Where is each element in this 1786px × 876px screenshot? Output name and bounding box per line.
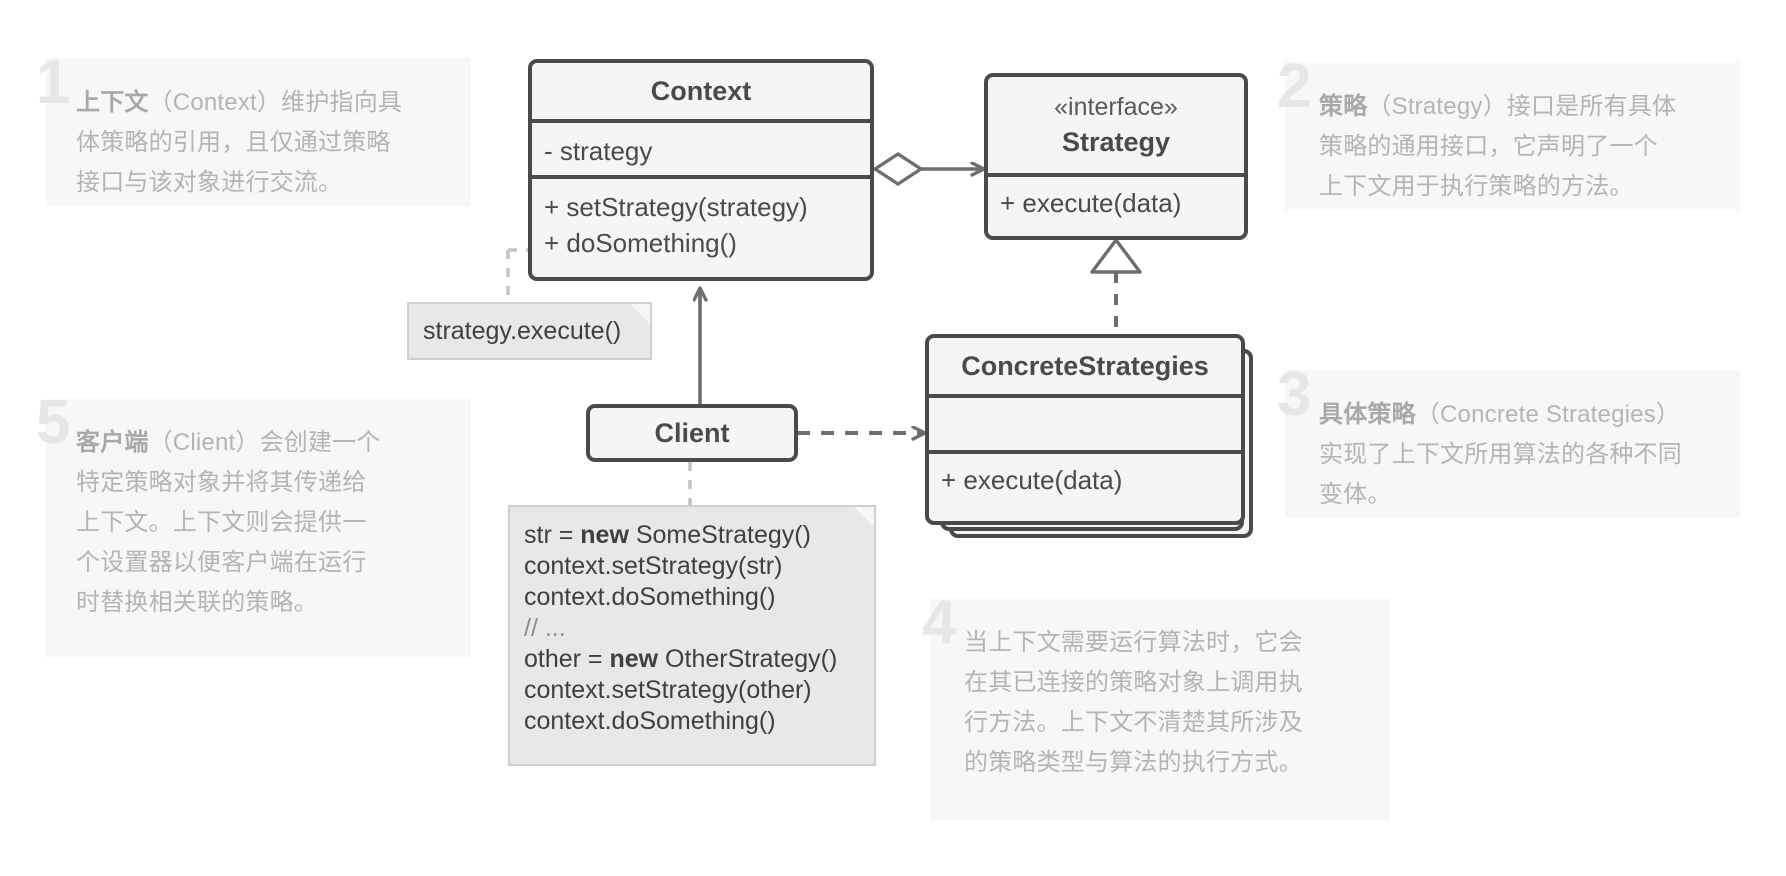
annotation-5-number: 5 bbox=[36, 388, 71, 457]
annotation-4: 4 当上下文需要运行算法时，它会 在其已连接的策略对象上调用执 行方法。上下文不… bbox=[922, 592, 1390, 820]
annotation-5-line5: 时替换相关联的策略。 bbox=[76, 589, 318, 616]
context-class-name: Context bbox=[650, 76, 752, 106]
code-line-5a: other = bbox=[524, 645, 610, 673]
note-fold-corner bbox=[630, 304, 650, 324]
code-line-1c: SomeStrategy() bbox=[628, 521, 811, 549]
annotation-1-lead: 上下文 bbox=[76, 89, 149, 116]
code-note-fold-corner bbox=[854, 507, 874, 527]
code-line-6: context.setStrategy(other) bbox=[524, 676, 812, 704]
annotation-4-text: 当上下文需要运行算法时，它会 在其已连接的策略对象上调用执 行方法。上下文不清楚… bbox=[964, 623, 1389, 783]
annotation-3-line3: 变体。 bbox=[1319, 481, 1392, 508]
strategy-title-row: «interface» Strategy bbox=[988, 77, 1244, 173]
context-field-row: - strategy bbox=[532, 119, 870, 175]
annotation-5-lead: 客户端 bbox=[76, 429, 149, 456]
annotation-1-text: 上下文（Context）维护指向具 体策略的引用，且仅通过策略 接口与该对象进行… bbox=[76, 83, 466, 203]
context-method-setstrategy: + setStrategy(strategy) bbox=[544, 192, 808, 222]
context-title-row: Context bbox=[532, 63, 870, 119]
client-title-row: Client bbox=[590, 408, 794, 458]
annotation-1-line1: （Context）维护指向具 bbox=[148, 89, 403, 116]
annotation-2-line3: 上下文用于执行策略的方法。 bbox=[1319, 173, 1634, 200]
strategy-stereotype: «interface» bbox=[1054, 93, 1178, 121]
annotation-4-line2: 在其已连接的策略对象上调用执 bbox=[964, 669, 1303, 696]
code-line-1: str = new SomeStrategy() bbox=[524, 520, 874, 551]
annotation-3-line1: （Concrete Strategies） bbox=[1415, 401, 1681, 428]
annotation-4-line4: 的策略类型与算法的执行方式。 bbox=[964, 749, 1303, 776]
code-keyword-new-1: new bbox=[580, 521, 629, 549]
note-leader-execute bbox=[506, 248, 528, 304]
context-field: - strategy bbox=[544, 136, 653, 166]
concrete-field-row bbox=[929, 394, 1241, 450]
annotation-5-line1: （Client）会创建一个 bbox=[148, 429, 381, 456]
annotation-2-text: 策略（Strategy）接口是所有具体 策略的通用接口，它声明了一个 上下文用于… bbox=[1319, 87, 1739, 207]
annotation-3-lead: 具体策略 bbox=[1319, 401, 1416, 428]
annotation-2-number: 2 bbox=[1277, 52, 1312, 121]
annotation-1-line3: 接口与该对象进行交流。 bbox=[76, 169, 343, 196]
note-strategy-execute-text: strategy.execute() bbox=[423, 317, 622, 345]
realization-concrete-strategy bbox=[1090, 238, 1142, 338]
annotation-3-text: 具体策略（Concrete Strategies） 实现了上下文所用算法的各种不… bbox=[1319, 395, 1739, 515]
concrete-method-row: + execute(data) bbox=[929, 450, 1241, 513]
annotation-2-lead: 策略 bbox=[1319, 93, 1368, 120]
code-line-4-comment: // ... bbox=[524, 614, 566, 642]
annotation-5-line4: 个设置器以便客户端在运行 bbox=[76, 549, 367, 576]
code-line-7: context.doSomething() bbox=[524, 707, 776, 735]
annotation-5-line3: 上下文。上下文则会提供一 bbox=[76, 509, 367, 536]
context-method-dosomething: + doSomething() bbox=[544, 228, 737, 258]
strategy-method-execute: + execute(data) bbox=[1000, 188, 1182, 218]
annotation-3-line2: 实现了上下文所用算法的各种不同 bbox=[1319, 441, 1682, 468]
code-keyword-new-2: new bbox=[609, 645, 659, 673]
code-line-1a: str = bbox=[524, 521, 581, 549]
annotation-4-line3: 行方法。上下文不清楚其所涉及 bbox=[964, 709, 1303, 736]
class-box-concrete-strategies[interactable]: ConcreteStrategies + execute(data) bbox=[925, 334, 1245, 525]
code-line-2: context.setStrategy(str) bbox=[524, 552, 783, 580]
note-strategy-execute: strategy.execute() bbox=[407, 302, 652, 360]
context-methods-row: + setStrategy(strategy) + doSomething() bbox=[532, 175, 870, 277]
client-class-name: Client bbox=[654, 418, 730, 448]
annotation-5: 5 客户端（Client）会创建一个 特定策略对象并将其传递给 上下文。上下文则… bbox=[36, 392, 471, 658]
annotation-3-number: 3 bbox=[1277, 360, 1312, 429]
concrete-class-name: ConcreteStrategies bbox=[961, 351, 1209, 381]
concrete-title-row: ConcreteStrategies bbox=[929, 338, 1241, 394]
code-line-3: context.doSomething() bbox=[524, 583, 776, 611]
annotation-2: 2 策略（Strategy）接口是所有具体 策略的通用接口，它声明了一个 上下文… bbox=[1277, 56, 1740, 210]
class-box-client[interactable]: Client bbox=[586, 404, 798, 462]
class-box-context[interactable]: Context - strategy + setStrategy(strateg… bbox=[528, 59, 874, 281]
strategy-method-row: + execute(data) bbox=[988, 173, 1244, 236]
annotation-1-number: 1 bbox=[36, 48, 71, 117]
annotation-2-line2: 策略的通用接口，它声明了一个 bbox=[1319, 133, 1658, 160]
concrete-method-execute: + execute(data) bbox=[941, 465, 1123, 495]
annotation-1-line2: 体策略的引用，且仅通过策略 bbox=[76, 129, 391, 156]
code-line-5c: OtherStrategy() bbox=[658, 645, 838, 673]
note-client-code: str = new SomeStrategy() context.setStra… bbox=[508, 505, 876, 766]
annotation-1: 1 上下文（Context）维护指向具 体策略的引用，且仅通过策略 接口与该对象… bbox=[36, 52, 471, 206]
annotation-5-text: 客户端（Client）会创建一个 特定策略对象并将其传递给 上下文。上下文则会提… bbox=[76, 423, 466, 623]
class-box-strategy[interactable]: «interface» Strategy + execute(data) bbox=[984, 73, 1248, 240]
annotation-4-number: 4 bbox=[922, 588, 957, 657]
association-context-strategy bbox=[873, 152, 984, 186]
annotation-2-line1: （Strategy）接口是所有具体 bbox=[1367, 93, 1677, 120]
annotation-3: 3 具体策略（Concrete Strategies） 实现了上下文所用算法的各… bbox=[1277, 364, 1740, 518]
annotation-5-line2: 特定策略对象并将其传递给 bbox=[76, 469, 367, 496]
strategy-class-name: Strategy bbox=[1061, 127, 1171, 157]
annotation-4-line1: 当上下文需要运行算法时，它会 bbox=[964, 629, 1303, 656]
code-line-5: other = new OtherStrategy() bbox=[524, 644, 874, 675]
